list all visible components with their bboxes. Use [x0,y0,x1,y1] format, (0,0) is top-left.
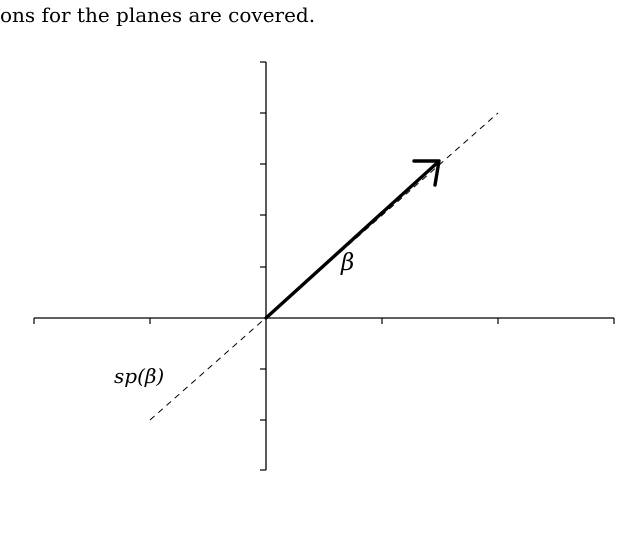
vector-arrowhead [412,159,441,187]
span-label: sp(β) [114,364,164,388]
vector-label: β [340,250,354,276]
vector-beta [264,161,439,320]
x-axis-ticks [33,318,615,324]
caption-fragment: ons for the planes are covered. [0,3,316,27]
y-axis-ticks [260,61,266,471]
